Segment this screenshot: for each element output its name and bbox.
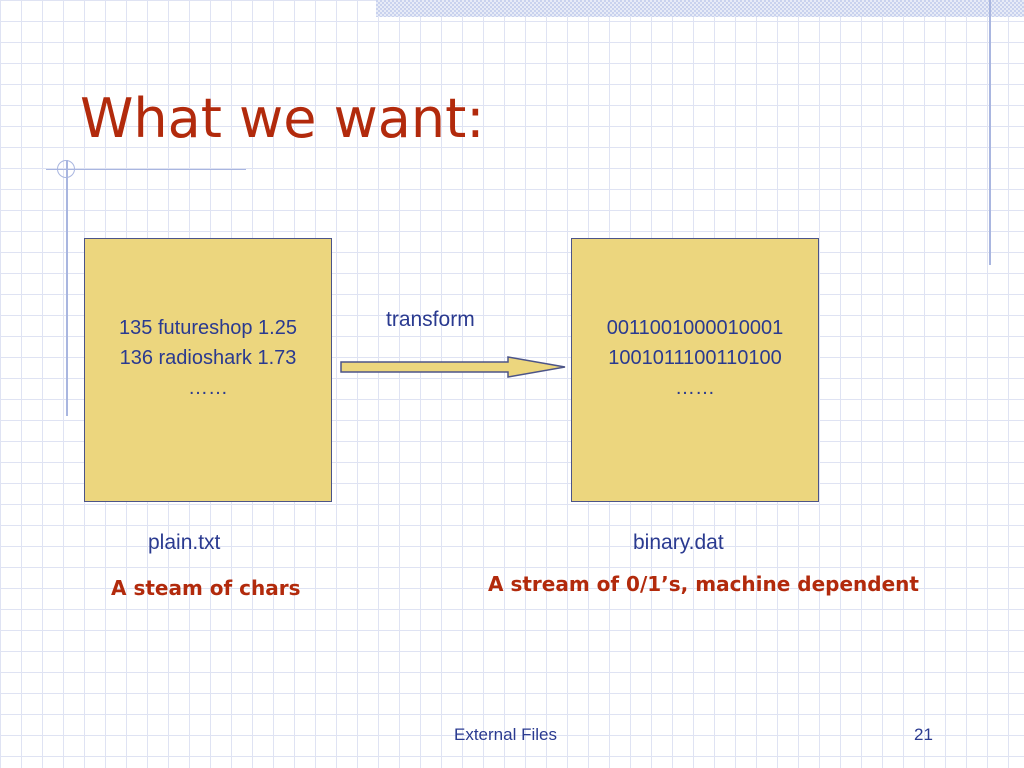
binary-file-name: binary.dat xyxy=(633,531,724,554)
plain-file-name: plain.txt xyxy=(148,531,221,554)
binary-file-description: A stream of 0/1’s, machine dependent xyxy=(488,572,919,596)
binary-file-line: …… xyxy=(675,377,715,399)
transform-arrow xyxy=(340,356,566,378)
footer-title: External Files xyxy=(454,725,557,744)
plain-file-line: …… xyxy=(188,377,228,399)
plain-file-line: 136 radioshark 1.73 xyxy=(119,347,297,369)
header-decoration-band xyxy=(376,0,1024,17)
slide-title: What we want: xyxy=(80,87,485,150)
page-number: 21 xyxy=(914,725,933,744)
plain-file-line: 135 futureshop 1.25 xyxy=(119,317,297,339)
left-decoration-rule xyxy=(66,160,68,416)
transform-label: transform xyxy=(386,308,475,331)
binary-file-box: 0011001000010001 1001011100110100 …… xyxy=(571,238,819,502)
right-decoration-rule xyxy=(989,0,991,265)
plain-file-description: A steam of chars xyxy=(111,576,301,600)
binary-file-line: 1001011100110100 xyxy=(608,347,782,369)
transform-arrow-shape xyxy=(340,356,566,378)
title-underline-rule xyxy=(46,169,246,170)
rule-circle-ornament xyxy=(57,160,75,178)
plain-file-box: 135 futureshop 1.25 136 radioshark 1.73 … xyxy=(84,238,332,502)
binary-file-line: 0011001000010001 xyxy=(606,317,784,339)
